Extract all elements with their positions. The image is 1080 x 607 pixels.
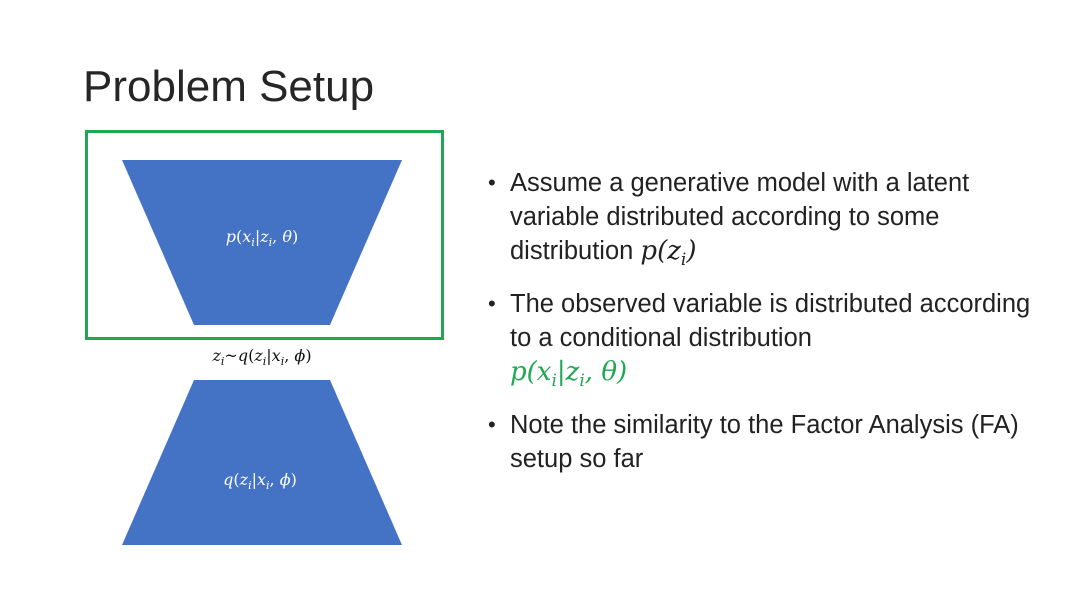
bullet-math: p(zi) [640,236,697,271]
bullet-dot-icon: • [488,412,496,438]
bullet-text: Assume a generative model with a latent … [510,169,970,265]
slide-title: Problem Setup [83,62,375,111]
bullet-text: Note the similarity to the Factor Analys… [510,411,1019,474]
encoder-trapezoid [122,380,402,545]
decoder-label: p(xi|zi, θ) [226,227,298,249]
bullet-math: p(xi|zi, θ) [510,357,628,392]
bullet-list: • Assume a generative model with a laten… [488,166,1048,486]
encoder-label: q(zi|xi, ϕ) [223,470,297,492]
decoder-highlight-box [85,130,444,340]
bullet-item: • Note the similarity to the Factor Anal… [488,408,1048,476]
bullet-dot-icon: • [488,291,496,317]
bullet-dot-icon: • [488,170,496,195]
bullet-item: • The observed variable is distributed a… [488,287,1048,398]
bullet-item: • Assume a generative model with a laten… [488,166,1048,277]
bullet-text: The observed variable is distributed acc… [510,290,1031,353]
decoder-trapezoid [122,160,402,325]
latent-sample-label: zi~q(zi|xi, ϕ) [211,346,311,368]
